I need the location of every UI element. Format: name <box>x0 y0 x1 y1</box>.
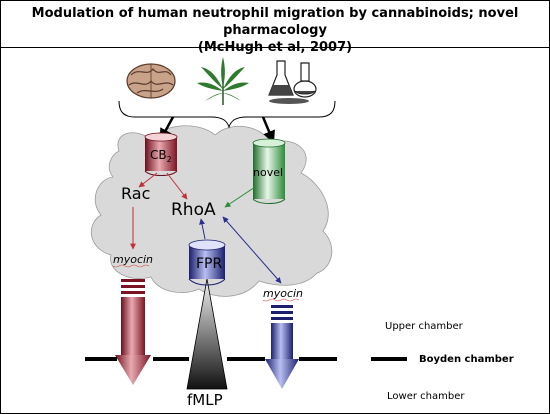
fmlp-gradient <box>186 278 228 390</box>
cb2-receptor <box>144 132 178 176</box>
boyden-chamber-label: Boyden chamber <box>419 354 514 365</box>
red-migration-arrow <box>115 279 151 385</box>
novel-label: novel <box>253 166 283 179</box>
arrow-cb2-to-rac <box>138 172 158 188</box>
chemistry-flasks-icon <box>268 60 317 104</box>
boyden-membrane <box>85 357 407 361</box>
slide-title: Modulation of human neutrophil migration… <box>1 1 549 55</box>
brain-icon <box>126 63 176 99</box>
lower-chamber-label: Lower chamber <box>387 391 465 402</box>
arrow-brace-to-novel <box>261 116 275 144</box>
cannabis-leaf-icon <box>197 57 249 105</box>
blue-migration-arrow <box>265 305 299 389</box>
arrow-fpr-to-rhoa <box>199 218 206 240</box>
upper-chamber-label: Upper chamber <box>385 321 464 332</box>
novel-receptor <box>252 138 286 204</box>
title-line-1: Modulation of human neutrophil migration… <box>31 6 519 38</box>
fpr-label: FPR <box>196 256 222 272</box>
arrow-cb2-to-rhoa <box>166 172 188 200</box>
fpr-receptor <box>188 239 226 286</box>
arrow-rhoa-myocin-bidirectional <box>222 216 282 284</box>
rac-label: Rac <box>121 184 150 203</box>
fmlp-label: fMLP <box>187 391 223 409</box>
cb2-label: CB2 <box>150 148 172 164</box>
myocin-right-label: myocin <box>263 287 303 300</box>
myocin-left-label: myocin <box>113 253 153 266</box>
title-line-2: (McHugh et al, 2007) <box>197 40 353 55</box>
rhoa-label: RhoA <box>171 200 216 220</box>
grouping-brace <box>118 100 336 129</box>
arrow-novel-to-rhoa <box>224 186 256 208</box>
